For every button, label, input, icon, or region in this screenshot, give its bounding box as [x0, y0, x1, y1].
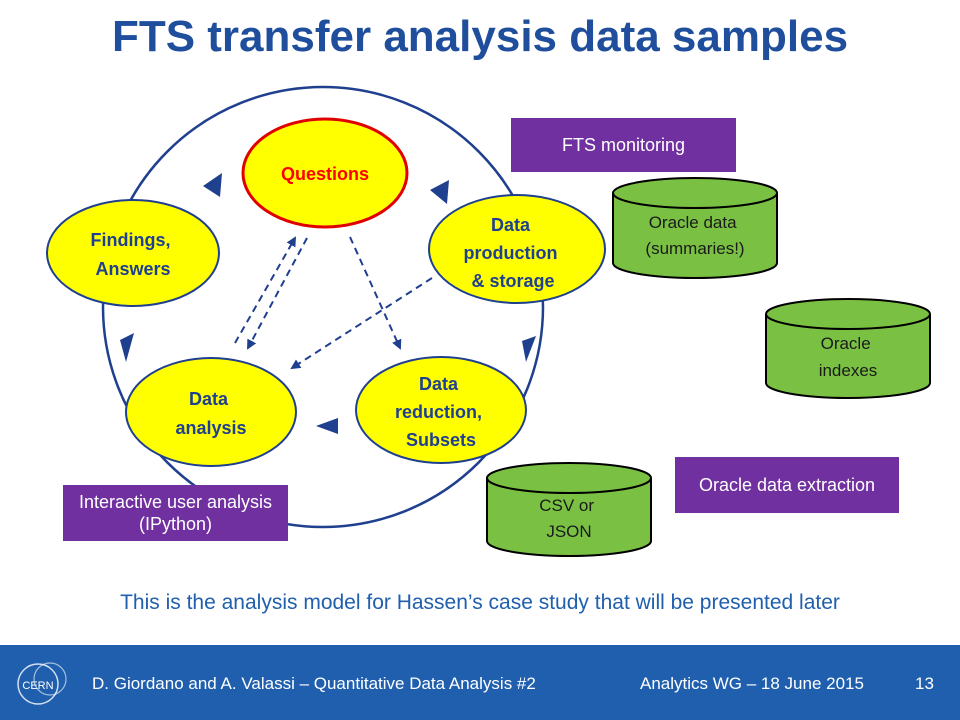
cylinder-oracle-data: Oracle data (summaries!): [612, 177, 778, 279]
node-data-production: Data production & storage: [428, 194, 606, 304]
slide-title: FTS transfer analysis data samples: [111, 12, 849, 61]
node-questions-label: Questions: [281, 164, 369, 184]
ring-arrow-2: [522, 336, 536, 362]
svg-text:Data reduction, Su: Data reduction, Subsets: [395, 374, 487, 450]
node-production-line-3: & storage: [471, 271, 554, 291]
label-oracle-extraction: Oracle data extraction: [675, 457, 899, 513]
cylinder-csv-line-1: CSV or: [539, 496, 594, 515]
svg-text:CSV or JSON: CSV or JSON: [539, 496, 599, 541]
cylinder-oracle-data-line-2: (summaries!): [645, 239, 744, 258]
dashed-arrow-questions-to-reduction: [349, 236, 402, 350]
footer-bar: CERN D. Giordano and A. Valassi – Quanti…: [0, 645, 960, 720]
footer-page-number: 13: [915, 674, 934, 693]
cern-logo: CERN: [17, 662, 67, 705]
cylinder-oracle-indexes: Oracle indexes: [765, 298, 931, 399]
node-analysis-line-2: analysis: [175, 418, 246, 438]
dashed-arrow-analysis-to-questions: [234, 236, 296, 344]
node-production-line-1: Data: [491, 215, 531, 235]
cylinder-csv-line-2: JSON: [546, 522, 591, 541]
svg-text:Data production &: Data production & storage: [464, 215, 563, 291]
node-reduction-line-2: reduction,: [395, 402, 482, 422]
ring-arrow-1: [430, 180, 449, 204]
node-analysis-line-1: Data: [189, 389, 229, 409]
analysis-cycle-diagram: Questions Data production & storage Data…: [46, 85, 931, 557]
cylinder-oracle-data-line-1: Oracle data: [649, 213, 737, 232]
node-data-analysis: Data analysis: [125, 357, 297, 467]
label-fts-monitoring: FTS monitoring: [511, 118, 736, 172]
cern-logo-text: CERN: [22, 680, 53, 692]
node-data-reduction: Data reduction, Subsets: [355, 356, 527, 464]
footer-authors: D. Giordano and A. Valassi – Quantitativ…: [92, 674, 536, 693]
ring-arrow-4: [120, 333, 134, 362]
cylinder-csv-json: CSV or JSON: [486, 462, 652, 557]
node-questions: Questions: [241, 117, 409, 229]
node-findings-line-2: Answers: [95, 259, 170, 279]
cylinder-oracle-indexes-line-1: Oracle: [821, 334, 871, 353]
footer-event: Analytics WG – 18 June 2015: [640, 674, 864, 693]
dashed-arrow-questions-to-analysis: [247, 237, 308, 350]
dashed-arrow-production-to-analysis: [290, 277, 433, 370]
node-reduction-line-3: Subsets: [406, 430, 476, 450]
label-interactive-analysis: Interactive user analysis (IPython): [63, 485, 288, 541]
cycle-ring: [101, 85, 545, 529]
cylinder-oracle-indexes-line-2: indexes: [819, 361, 878, 380]
svg-text:Findings, Answers: Findings, Answers: [90, 230, 175, 279]
node-findings-line-1: Findings,: [90, 230, 170, 250]
ring-arrow-3: [316, 418, 338, 434]
svg-text:Oracle indexes: Oracle indexes: [819, 334, 878, 380]
cycle-direction-markers: [120, 173, 536, 434]
ring-arrow-5: [203, 173, 222, 197]
svg-text:Data analysis: Data analysis: [175, 389, 246, 438]
node-findings: Findings, Answers: [46, 199, 220, 307]
dashed-arrows: [234, 236, 433, 370]
node-production-line-2: production: [464, 243, 558, 263]
slide-caption: This is the analysis model for Hassen’s …: [120, 591, 840, 614]
node-reduction-line-1: Data: [419, 374, 459, 394]
svg-text:Oracle data (summaries!): Oracle data (summaries!): [645, 213, 744, 258]
